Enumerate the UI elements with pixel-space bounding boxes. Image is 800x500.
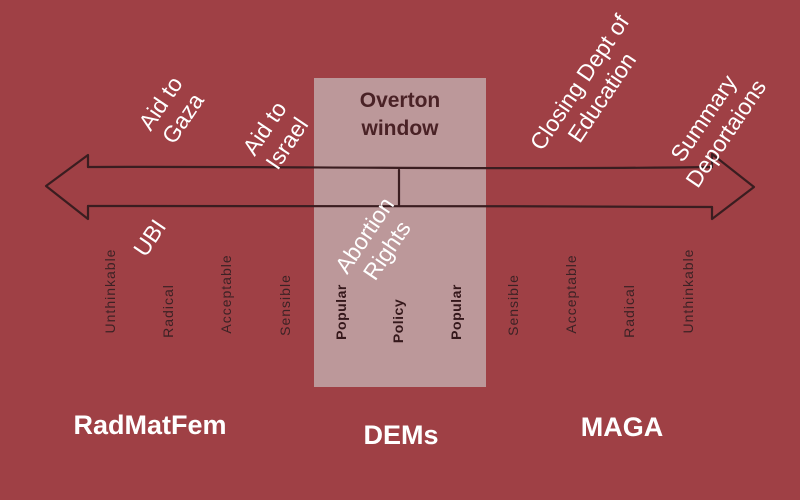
scale-label-left-unthinkable: Unthinkable — [102, 248, 118, 334]
scale-label-left-acceptable: Acceptable — [218, 254, 234, 334]
group-label-left: RadMatFem — [73, 410, 227, 440]
scale-label-right-acceptable: Acceptable — [563, 254, 579, 334]
scale-label-left-sensible: Sensible — [277, 274, 293, 336]
overton-window-title-line1: Overton — [359, 89, 441, 112]
scale-label-center-popular-left: Popular — [333, 284, 349, 340]
arrow-head-right — [710, 152, 756, 221]
scale-label-right-radical: Radical — [621, 284, 637, 338]
scale-label-center-popular-right: Popular — [448, 284, 464, 340]
scale-label-left-radical: Radical — [160, 284, 176, 338]
scale-label-center-policy: Policy — [390, 298, 406, 344]
arrow-shaft-top — [86, 165, 714, 170]
scale-label-right-sensible: Sensible — [505, 274, 521, 336]
overton-window-title-line2: window — [361, 117, 439, 140]
scale-label-right-unthinkable: Unthinkable — [680, 248, 696, 334]
arrow-shaft-bottom — [86, 204, 714, 209]
overton-window-box — [314, 78, 486, 387]
group-label-right: MAGA — [580, 412, 664, 442]
group-label-center: DEMs — [363, 420, 439, 450]
arrow-head-left — [44, 153, 90, 221]
